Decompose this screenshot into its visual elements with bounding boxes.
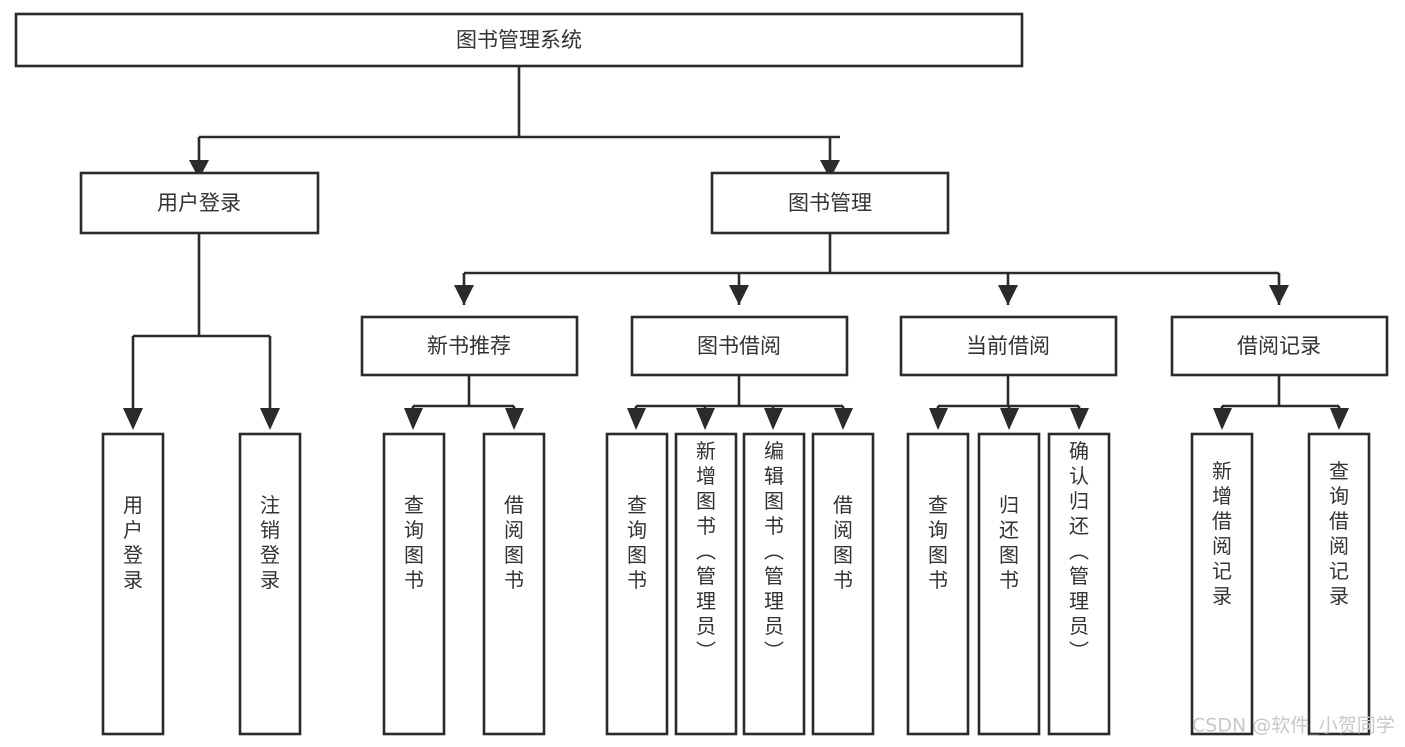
arrowhead-to-leaf-confirm-return xyxy=(1070,408,1089,430)
node-leaf-edit-book[interactable]: 编辑图书︵管理员︶ xyxy=(742,432,806,736)
node-leaf-query-record-box[interactable] xyxy=(1307,432,1371,736)
arrowhead-to-leaf-add-record xyxy=(1213,408,1232,430)
node-book-borrow-box[interactable] xyxy=(630,315,849,377)
arrowhead-to-book-manage xyxy=(820,160,840,179)
arrowhead-to-user-login xyxy=(189,160,209,179)
node-borrow-record-box[interactable] xyxy=(1170,315,1389,377)
node-leaf-borrow-book-b-label: 借阅图书 xyxy=(833,493,853,592)
node-leaf-query-book-a[interactable]: 查询图书 xyxy=(382,432,446,736)
arrowhead-to-borrow-record xyxy=(1269,285,1289,305)
node-leaf-edit-book-box[interactable] xyxy=(742,432,806,736)
node-root-label: 图书管理系统 xyxy=(456,28,582,52)
node-leaf-add-book[interactable]: 新增图书︵管理员︶ xyxy=(674,432,738,736)
node-book-manage[interactable]: 图书管理 xyxy=(710,171,950,235)
node-leaf-borrow-book-b[interactable]: 借阅图书 xyxy=(811,432,875,736)
node-new-book-rec-box[interactable] xyxy=(360,315,579,377)
arrowhead-to-new-book-rec xyxy=(454,285,474,305)
node-leaf-user-login-box[interactable] xyxy=(101,432,165,736)
node-leaf-query-book-c[interactable]: 查询图书 xyxy=(906,432,970,736)
node-current-borrow-box[interactable] xyxy=(899,315,1118,377)
node-leaf-query-book-b-box[interactable] xyxy=(605,432,669,736)
node-leaf-add-record[interactable]: 新增借阅记录 xyxy=(1190,432,1254,736)
node-leaf-query-record-label: 查询借阅记录 xyxy=(1329,459,1349,608)
node-leaf-user-login-label: 用户登录 xyxy=(123,493,143,592)
arrowhead-to-book-borrow xyxy=(729,285,749,305)
node-leaf-edit-book-label: 编辑图书︵管理员︶ xyxy=(764,439,784,663)
arrowhead-to-leaf-query-record xyxy=(1330,408,1349,430)
node-new-book-rec[interactable]: 新书推荐 xyxy=(360,315,579,377)
arrowhead-to-leaf-borrow-book-a xyxy=(505,408,524,430)
node-leaf-borrow-book-a-box[interactable] xyxy=(482,432,546,736)
node-book-manage-label: 图书管理 xyxy=(788,191,872,215)
node-borrow-record-label: 借阅记录 xyxy=(1237,334,1321,358)
node-user-login-label: 用户登录 xyxy=(157,191,241,215)
node-current-borrow-label: 当前借阅 xyxy=(966,334,1050,358)
node-new-book-rec-label: 新书推荐 xyxy=(427,334,511,358)
node-root-box[interactable] xyxy=(14,12,1024,68)
node-leaf-query-book-b-label: 查询图书 xyxy=(627,493,647,592)
arrowhead-to-leaf-query-book-a xyxy=(404,408,423,430)
node-user-login-box[interactable] xyxy=(79,171,320,235)
node-leaf-query-book-a-label: 查询图书 xyxy=(404,493,424,592)
arrowhead-to-leaf-add-book xyxy=(696,408,715,430)
node-book-manage-box[interactable] xyxy=(710,171,950,235)
node-user-login[interactable]: 用户登录 xyxy=(79,171,320,235)
arrowhead-to-leaf-user-login xyxy=(123,408,143,430)
node-leaf-borrow-book-b-box[interactable] xyxy=(811,432,875,736)
arrowhead-to-leaf-borrow-book-b xyxy=(834,408,853,430)
node-leaf-add-record-label: 新增借阅记录 xyxy=(1212,459,1232,608)
node-leaf-query-book-c-box[interactable] xyxy=(906,432,970,736)
node-root[interactable]: 图书管理系统 xyxy=(14,12,1024,68)
node-leaf-return-book-label: 归还图书 xyxy=(999,493,1019,592)
arrowhead-to-leaf-query-book-c xyxy=(929,408,948,430)
arrowhead-to-leaf-query-book-b xyxy=(627,408,646,430)
arrowhead-to-leaf-logout xyxy=(260,408,280,430)
arrowhead-layer xyxy=(123,160,1349,430)
node-book-borrow[interactable]: 图书借阅 xyxy=(630,315,849,377)
node-book-borrow-label: 图书借阅 xyxy=(697,334,781,358)
node-leaf-add-book-label: 新增图书︵管理员︶ xyxy=(696,439,716,663)
node-leaf-query-book-b[interactable]: 查询图书 xyxy=(605,432,669,736)
node-leaf-confirm-return-box[interactable] xyxy=(1047,432,1111,736)
node-leaf-borrow-book-a[interactable]: 借阅图书 xyxy=(482,432,546,736)
node-leaf-add-book-box[interactable] xyxy=(674,432,738,736)
node-leaf-add-record-box[interactable] xyxy=(1190,432,1254,736)
arrowhead-to-leaf-edit-book xyxy=(764,408,783,430)
node-leaf-query-record[interactable]: 查询借阅记录 xyxy=(1307,432,1371,736)
node-leaf-logout-box[interactable] xyxy=(238,432,302,736)
node-leaf-logout[interactable]: 注销登录 xyxy=(238,432,302,736)
arrowhead-to-current-borrow xyxy=(998,285,1018,305)
node-leaf-confirm-return[interactable]: 确认归还︵管理员︶ xyxy=(1047,432,1111,736)
node-leaf-confirm-return-label: 确认归还︵管理员︶ xyxy=(1069,439,1089,663)
node-current-borrow[interactable]: 当前借阅 xyxy=(899,315,1118,377)
arrowhead-to-leaf-return-book xyxy=(1000,408,1019,430)
csdn-watermark: CSDN @软件_小贺同学 xyxy=(1192,715,1395,737)
node-leaf-return-book-box[interactable] xyxy=(977,432,1041,736)
node-leaf-query-book-a-box[interactable] xyxy=(382,432,446,736)
node-leaf-query-book-c-label: 查询图书 xyxy=(928,493,948,592)
node-borrow-record[interactable]: 借阅记录 xyxy=(1170,315,1389,377)
node-leaf-user-login[interactable]: 用户登录 xyxy=(101,432,165,736)
node-leaf-borrow-book-a-label: 借阅图书 xyxy=(504,493,524,592)
node-leaf-return-book[interactable]: 归还图书 xyxy=(977,432,1041,736)
node-leaf-logout-label: 注销登录 xyxy=(260,493,280,592)
